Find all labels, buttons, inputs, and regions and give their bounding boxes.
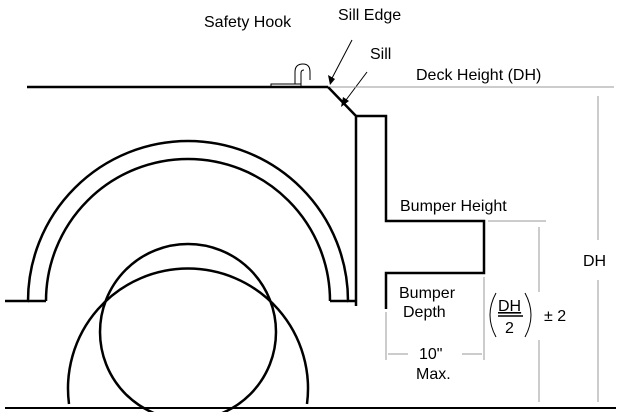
bumper-depth-label-line1: Bumper [399, 285, 456, 302]
sill-edge-label: Sill Edge [338, 7, 401, 24]
depth-max-label: Max. [416, 366, 451, 383]
sill-label: Sill [370, 46, 391, 63]
sill-arrow [341, 97, 349, 107]
sill-leader [342, 71, 368, 105]
safety-hook-icon [270, 63, 311, 87]
sill-edge-arrow [328, 75, 335, 85]
safety-hook-label: Safety Hook [204, 14, 292, 31]
formula-denominator: 2 [505, 320, 514, 337]
bumper-outline [356, 114, 486, 309]
tire [66, 242, 310, 412]
dh-label: DH [583, 253, 606, 270]
sill-edge-leader [329, 39, 353, 83]
sill-bevel [327, 86, 358, 306]
wheel-arch [5, 139, 356, 303]
deck-height-label: Deck Height (DH) [416, 67, 541, 84]
bumper-depth-label-line2: Depth [403, 304, 446, 321]
depth-value-label: 10" [419, 346, 442, 363]
formula-left-paren [489, 292, 497, 338]
formula-numerator: DH [498, 298, 521, 315]
bumper-height-label: Bumper Height [400, 198, 507, 215]
formula-right-paren [524, 292, 532, 338]
formula-tolerance: ± 2 [544, 308, 566, 325]
